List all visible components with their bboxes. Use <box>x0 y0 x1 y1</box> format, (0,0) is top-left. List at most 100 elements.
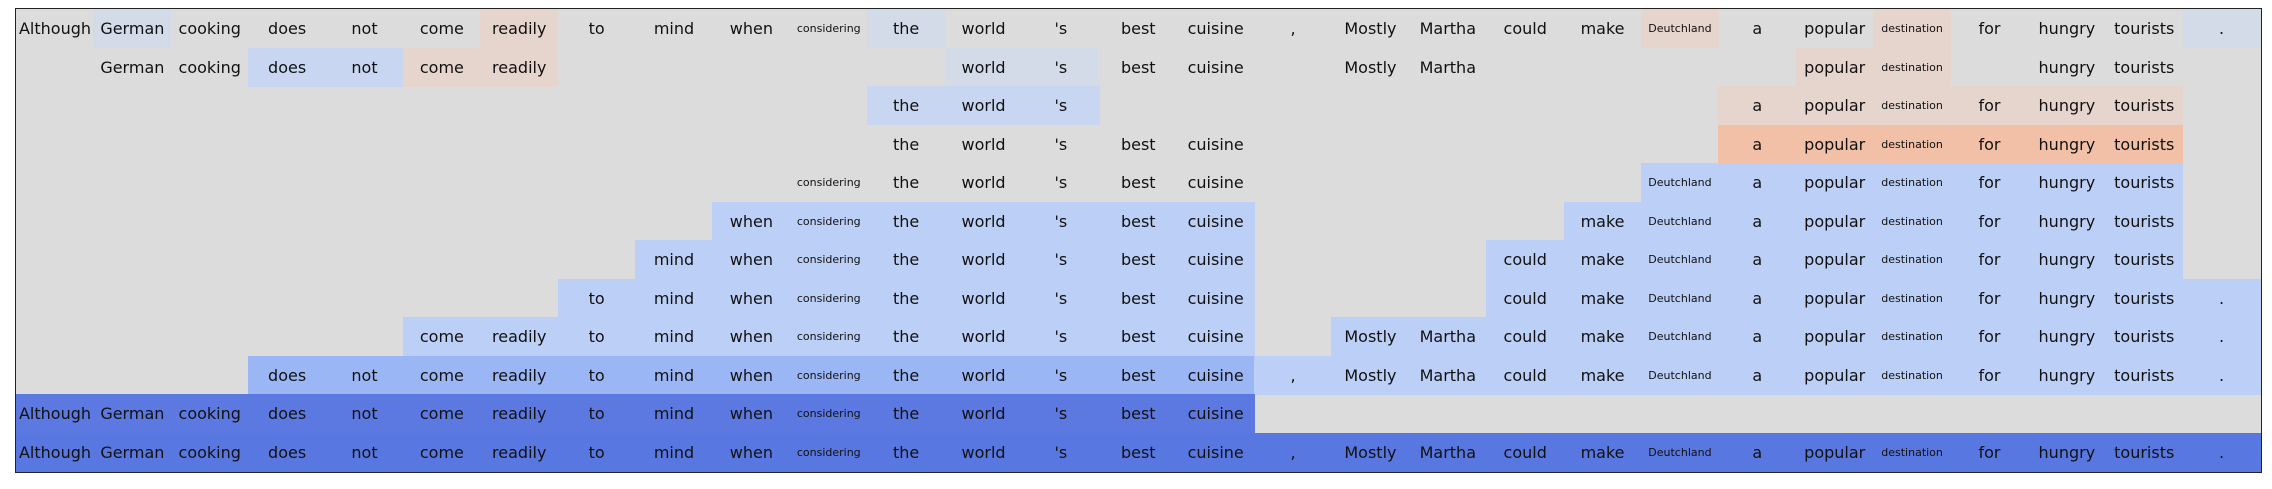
token-cell: a <box>1718 124 1797 164</box>
token-cell: Deutchland <box>1640 201 1719 241</box>
token-cell: a <box>1718 201 1797 241</box>
token-cell: world <box>944 278 1023 318</box>
token-cell: the <box>867 240 946 280</box>
token-cell: cuisine <box>1176 432 1255 472</box>
token-cell: hungry <box>2027 240 2106 280</box>
token-cell: make <box>1563 355 1642 395</box>
token-cell: to <box>557 394 636 434</box>
token-cell: Mostly <box>1331 317 1410 357</box>
token-cell: best <box>1099 240 1178 280</box>
token-cell: 's <box>1021 86 1100 126</box>
token-cell: Mostly <box>1344 19 1397 39</box>
token-cell: considering <box>789 394 868 434</box>
token-cell: popular <box>1795 86 1874 126</box>
token-cell: Deutchland <box>1640 163 1719 203</box>
token-cell: Martha <box>1408 317 1487 357</box>
token-cell: readily <box>480 355 559 395</box>
token-cell: considering <box>789 432 868 472</box>
token-cell: destination <box>1873 201 1952 241</box>
token-cell: mind <box>635 394 713 434</box>
token-cell: mind <box>635 355 713 395</box>
token-cell: cuisine <box>1176 278 1255 318</box>
token-cell: German <box>93 394 172 434</box>
token-cell: world <box>961 134 1006 154</box>
token-cell: popular <box>1795 317 1874 357</box>
token-cell: Although <box>18 19 91 39</box>
token-cell: best <box>1099 394 1178 434</box>
token-cell: destination <box>1873 355 1952 395</box>
token-cell: when <box>712 432 791 472</box>
token-cell: readily <box>480 9 559 49</box>
token-cell: could <box>1486 240 1565 280</box>
token-cell: hungry <box>2027 86 2106 126</box>
token-cell: could <box>1486 317 1565 357</box>
token-cell: not <box>325 432 404 472</box>
token-cell: could <box>1486 432 1565 472</box>
token-cell: Deutchland <box>1640 240 1719 280</box>
token-cell: popular <box>1795 124 1874 164</box>
token-cell: tourists <box>2105 124 2184 164</box>
token-cell: make <box>1563 432 1642 472</box>
token-cell: readily <box>480 317 559 357</box>
token-cell: hungry <box>2027 201 2106 241</box>
token-cell: mind <box>653 19 695 39</box>
token-cell: tourists <box>2105 86 2184 126</box>
token-cell: the <box>893 134 920 154</box>
token-cell: for <box>1950 86 2029 126</box>
token-cell: best <box>1120 57 1156 77</box>
token-cell: hungry <box>2027 355 2106 395</box>
token-cell: world <box>944 86 1023 126</box>
token-cell: when <box>712 240 791 280</box>
token-cell: make <box>1563 240 1642 280</box>
token-cell: mind <box>635 278 713 318</box>
token-cell: make <box>1563 278 1642 318</box>
token-cell: tourists <box>2105 317 2184 357</box>
token-cell: . <box>2182 278 2261 318</box>
token-cell: best <box>1099 201 1178 241</box>
token-cell: considering <box>789 278 868 318</box>
token-cell: considering <box>789 355 868 395</box>
token-cell: the <box>867 394 946 434</box>
token-cell: tourists <box>2114 19 2175 39</box>
token-cell: hungry <box>2027 278 2106 318</box>
token-cell: best <box>1099 278 1178 318</box>
token-cell: make <box>1580 19 1625 39</box>
token-cell: mind <box>635 432 713 472</box>
token-cell: , <box>1254 355 1333 395</box>
token-cell: Deutchland <box>1640 9 1719 49</box>
token-cell: tourists <box>2114 57 2175 77</box>
token-cell: mind <box>635 240 713 280</box>
token-cell: 's <box>1054 173 1068 193</box>
token-cell: make <box>1563 201 1642 241</box>
token-cell: a <box>1718 432 1797 472</box>
token-cell: destination <box>1873 240 1952 280</box>
token-cell: cuisine <box>1187 57 1244 77</box>
token-cell: best <box>1099 432 1178 472</box>
token-cell: popular <box>1795 240 1874 280</box>
token-cell: Mostly <box>1331 355 1410 395</box>
token-cell: when <box>712 394 791 434</box>
token-cell: could <box>1486 355 1565 395</box>
token-cell: cuisine <box>1176 317 1255 357</box>
token-cell: best <box>1120 134 1156 154</box>
token-cell: tourists <box>2105 355 2184 395</box>
token-cell: make <box>1563 317 1642 357</box>
token-cell: cooking <box>178 19 241 39</box>
token-cell: when <box>712 201 791 241</box>
token-cell: , <box>1254 432 1333 472</box>
token-cell: Deutchland <box>1640 278 1719 318</box>
token-cell: tourists <box>2105 240 2184 280</box>
token-cell: come <box>402 394 481 434</box>
token-cell: considering <box>789 240 868 280</box>
token-cell: a <box>1718 278 1797 318</box>
token-cell: world <box>944 240 1023 280</box>
token-cell: come <box>402 355 481 395</box>
token-cell: tourists <box>2105 278 2184 318</box>
token-cell: cooking <box>178 57 241 77</box>
token-cell: cooking <box>170 394 249 434</box>
token-cell: cuisine <box>1187 134 1244 154</box>
token-cell: world <box>944 201 1023 241</box>
token-cell: 's <box>1021 432 1100 472</box>
token-cell: popular <box>1795 278 1874 318</box>
